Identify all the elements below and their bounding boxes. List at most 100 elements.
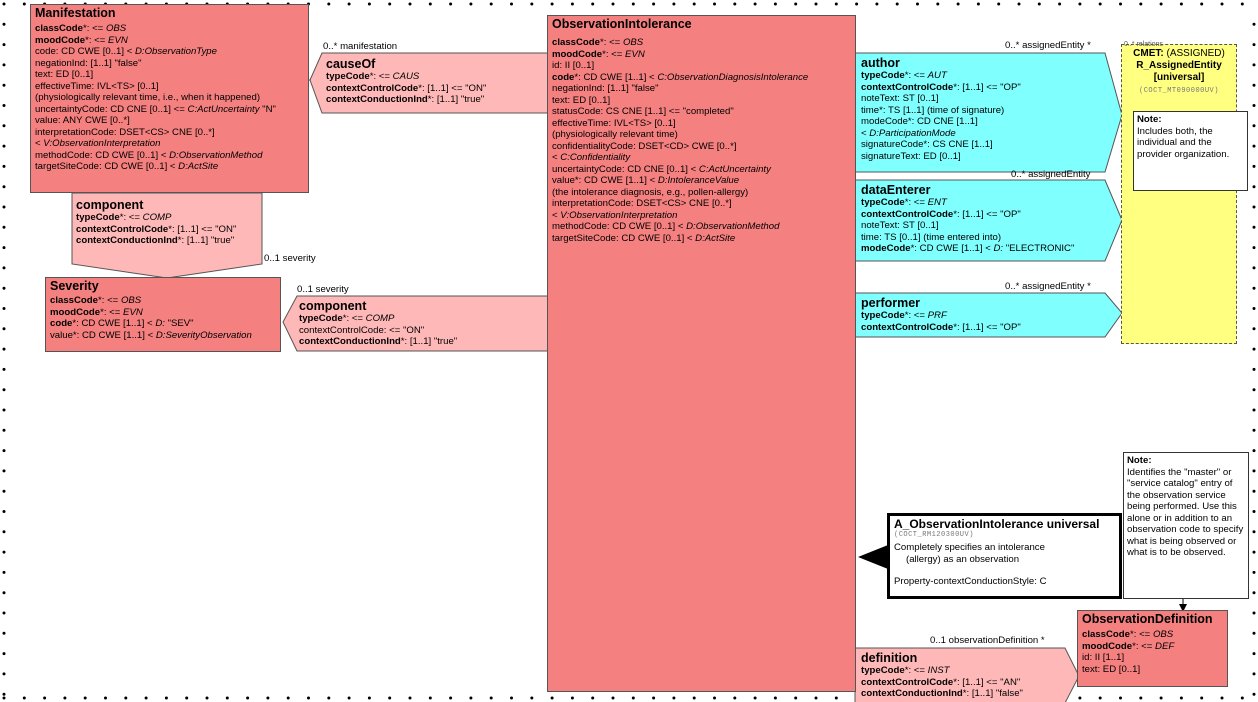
attribute-part: code — [50, 318, 73, 329]
attribute-line: uncertaintyCode: CD CNE [0..1] < C:ActUn… — [552, 164, 851, 176]
attribute-line: effectiveTime: IVL<TS> [0..1] — [552, 118, 851, 130]
attribute-part: OBS — [1152, 629, 1174, 640]
attribute-part: contextControlCode — [861, 321, 954, 333]
entry-note-text: Identifies the "master" or "service cata… — [1127, 466, 1244, 559]
attribute-line: modeCode*: CD CNE [1..1] — [861, 116, 1021, 128]
attribute-part: *: [1..1] <= "OP" — [953, 81, 1021, 93]
attribute-part: < — [552, 209, 561, 221]
attribute-line: (physiologically relevant time, i.e., wh… — [35, 92, 304, 104]
attribute-line: classCode*: <= OBS — [1082, 629, 1223, 641]
attribute-part: *: <= — [904, 197, 928, 208]
attribute-line: code: CD CWE [0..1] < D:ObservationType — [35, 46, 304, 58]
attribute-part: D:IntoleranceValue — [657, 175, 740, 186]
attribute-part: signatureCode*: CS CNE [1..1] — [861, 139, 993, 150]
attribute-part: *: [1..1] <= "OP" — [953, 208, 1021, 220]
entry-note-title: Note: — [1127, 455, 1152, 466]
attribute-part: typeCode — [861, 665, 905, 676]
definition-arrow — [854, 647, 1080, 702]
performer-title: performer — [861, 296, 921, 310]
attribute-part: D:ObservationMethod — [169, 149, 263, 161]
attribute-line: text: ED [0..1] — [35, 69, 304, 81]
attribute-line: (the intolerance diagnosis, e.g., pollen… — [552, 187, 851, 199]
attribute-part: *: [1..1] <= "ON" — [418, 82, 487, 94]
cmet-note-title: Note: — [1137, 114, 1162, 125]
attribute-part: contextControlCode: <= "ON" — [299, 324, 425, 336]
relations-label: 0..* relations — [1124, 41, 1163, 48]
attribute-line: negationInd: [1..1] "false" — [552, 83, 851, 95]
attribute-line: uncertaintyCode: CD CNE [0..1] <= C:ActU… — [35, 104, 304, 116]
entry-point-desc1: Completely specifies an intolerance — [894, 542, 1045, 553]
attribute-line: text: ED [0..1] — [1082, 664, 1223, 676]
attribute-line: typeCode*: <= PRF — [861, 310, 1021, 322]
manifestation-title: Manifestation — [35, 6, 116, 20]
observation-intolerance-class[interactable]: ObservationIntolerance classCode*: <= OB… — [547, 15, 856, 692]
attribute-part: D:ParticipationMode — [869, 127, 956, 139]
attribute-line: typeCode*: <= COMP — [299, 313, 457, 325]
attribute-part: ENT — [927, 197, 947, 208]
attribute-line: contextConductionInd*: [1..1] "false" — [861, 688, 1023, 700]
attribute-part: (physiologically relevant time) — [552, 129, 678, 140]
observation-definition-class[interactable]: ObservationDefinition classCode*: <= OBS… — [1077, 610, 1228, 687]
attribute-part: contextConductionInd — [299, 336, 401, 347]
entry-point-box[interactable]: A_ObservationIntolerance universal (COCT… — [887, 513, 1122, 599]
attribute-line: typeCode*: <= INST — [861, 665, 1023, 677]
attribute-line: moodCode*: <= EVN — [50, 307, 276, 319]
attribute-part: classCode — [1082, 629, 1130, 640]
attribute-line: contextControlCode*: [1..1] <= "ON" — [76, 224, 236, 236]
cmet-label: CMET: — [1133, 48, 1164, 59]
attribute-part: *: <= — [600, 37, 623, 48]
attribute-part: *: [1..1] "true" — [177, 235, 235, 246]
attribute-line: moodCode*: <= EVN — [552, 49, 851, 61]
attribute-part: moodCode — [35, 34, 86, 46]
attribute-line: contextControlCode*: [1..1] <= "OP" — [861, 322, 1021, 334]
attribute-line: methodCode: CD CWE [0..1] < D:Observatio… — [552, 221, 851, 233]
attribute-line: contextControlCode*: [1..1] <= "AN" — [861, 677, 1023, 689]
attribute-part: signatureText: ED [0..1] — [861, 150, 961, 162]
attribute-part: interpretationCode: DSET<CS> CNE [0..*] — [35, 126, 215, 138]
attribute-part: contextControlCode — [326, 82, 419, 94]
attribute-part: interpretationCode: DSET<CS> CNE [0..*] — [552, 198, 732, 209]
attribute-part: text: ED [0..1] — [35, 69, 94, 80]
cmet-class: (ASSIGNED) — [1163, 48, 1225, 59]
attribute-part: value*: CD CWE [1..1] < — [50, 329, 156, 341]
attribute-line: targetSiteCode: CD CWE [0..1] < D:ActSit… — [35, 161, 304, 173]
entry-point-id: (COCT_RM120300UV) — [894, 531, 974, 539]
attribute-part: D:SeverityObservation — [155, 329, 252, 341]
attribute-part: < — [861, 127, 870, 139]
attribute-line: statusCode: CS CNE [1..1] <= "completed" — [552, 106, 851, 118]
obs-def-label: 0..1 observationDefinition * — [930, 635, 1045, 646]
attribute-line: effectiveTime: IVL<TS> [0..1] — [35, 81, 304, 93]
attribute-line: interpretationCode: DSET<CS> CNE [0..*] — [35, 127, 304, 139]
attribute-line: contextConductionInd*: [1..1] "true" — [326, 94, 486, 106]
attribute-part: *: [1..1] "true" — [427, 94, 485, 105]
attribute-line: time*: TS [1..1] (time of signature) — [861, 105, 1021, 117]
attribute-part: V:ObservationInterpretation — [560, 209, 678, 221]
attribute-part: EVN — [123, 306, 143, 318]
attribute-line: contextConductionInd*: [1..1] "true" — [299, 336, 457, 348]
attribute-part: *: [1..1] "false" — [962, 688, 1023, 699]
cmet-assigned-entity[interactable]: 0..* relations CMET: (ASSIGNED) R_Assign… — [1121, 41, 1237, 344]
assigned3-label: 0..* assignedEntity * — [1005, 281, 1091, 292]
attribute-part: *: [1..1] <= "AN" — [953, 676, 1021, 688]
attribute-part: EVN — [108, 34, 128, 46]
attribute-line: confidentialityCode: DSET<CD> CWE [0..*] — [552, 141, 851, 153]
attribute-part: noteText: ST [0..1] — [861, 220, 939, 231]
attribute-part: typeCode — [861, 70, 905, 81]
attribute-line: (physiologically relevant time) — [552, 129, 851, 141]
attribute-line: moodCode*: <= DEF — [1082, 641, 1223, 653]
attribute-line: id: II [0..1] — [552, 60, 851, 72]
attribute-part: C:Confidentiality — [560, 152, 631, 163]
attribute-part: statusCode: CS CNE [1..1] <= "completed" — [552, 106, 734, 117]
attribute-line: signatureText: ED [0..1] — [861, 151, 1021, 163]
